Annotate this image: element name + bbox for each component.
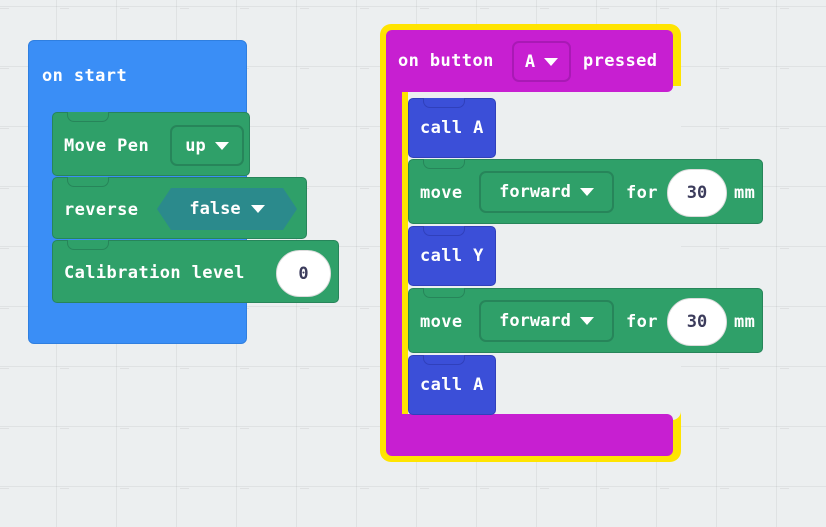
call-y-block[interactable]: call Y (408, 226, 496, 286)
chevron-down-icon (579, 188, 594, 196)
calibration-level-label: Calibration level (64, 263, 245, 283)
block-notch (67, 240, 109, 250)
move-forward-block-2[interactable]: move forward for 30 mm (408, 288, 763, 353)
chevron-down-icon (214, 141, 229, 150)
for-label-2: for (626, 312, 658, 332)
on-button-label: on button (398, 51, 494, 71)
move-distance-input-1[interactable]: 30 (667, 169, 727, 217)
move-label-2: move (420, 312, 463, 332)
move-direction-value-1: forward (499, 182, 571, 202)
button-name-value: A (524, 51, 536, 72)
button-name-dropdown[interactable]: A (512, 41, 571, 82)
move-pen-direction-value: up (185, 135, 206, 156)
selection-inner-stroke (402, 86, 408, 420)
reverse-boolean-value: false (189, 199, 241, 219)
chevron-down-icon (251, 205, 265, 213)
call-y-label: call Y (420, 246, 484, 266)
mm-unit-label-1: mm (734, 183, 756, 203)
pressed-label: pressed (583, 51, 658, 71)
move-pen-direction-dropdown[interactable]: up (170, 125, 244, 166)
move-direction-dropdown-1[interactable]: forward (479, 171, 614, 213)
block-notch (423, 159, 465, 169)
calibration-level-value: 0 (298, 263, 309, 284)
on-button-pressed-hat-block[interactable]: on button A pressed (386, 30, 673, 92)
move-direction-value-2: forward (499, 311, 571, 331)
move-distance-value-1: 30 (686, 183, 708, 203)
block-notch (423, 226, 465, 236)
calibration-level-number-input[interactable]: 0 (276, 250, 331, 297)
move-label-1: move (420, 183, 463, 203)
chevron-down-icon (579, 317, 594, 325)
move-direction-dropdown-2[interactable]: forward (479, 300, 614, 342)
block-notch (423, 355, 465, 365)
reverse-boolean-dropdown[interactable]: false (157, 188, 297, 230)
calibration-level-block[interactable]: Calibration level 0 (52, 240, 339, 303)
block-notch (67, 112, 109, 122)
chevron-down-icon (544, 57, 559, 66)
block-notch (423, 98, 465, 108)
block-notch (67, 177, 109, 187)
mm-unit-label-2: mm (734, 312, 756, 332)
call-a-block-2[interactable]: call A (408, 355, 496, 415)
call-a-label-1: call A (420, 118, 484, 138)
on-start-label: on start (42, 66, 128, 86)
call-a-block-1[interactable]: call A (408, 98, 496, 158)
move-pen-block[interactable]: Move Pen up (52, 112, 250, 176)
block-notch (423, 288, 465, 298)
move-distance-value-2: 30 (686, 312, 708, 332)
event-block-footer[interactable] (386, 414, 673, 456)
move-distance-input-2[interactable]: 30 (667, 298, 727, 346)
move-pen-label: Move Pen (64, 136, 150, 156)
move-forward-block-1[interactable]: move forward for 30 mm (408, 159, 763, 224)
reverse-block[interactable]: reverse false (52, 177, 307, 239)
call-a-label-2: call A (420, 375, 484, 395)
for-label-1: for (626, 183, 658, 203)
reverse-label: reverse (64, 200, 139, 220)
